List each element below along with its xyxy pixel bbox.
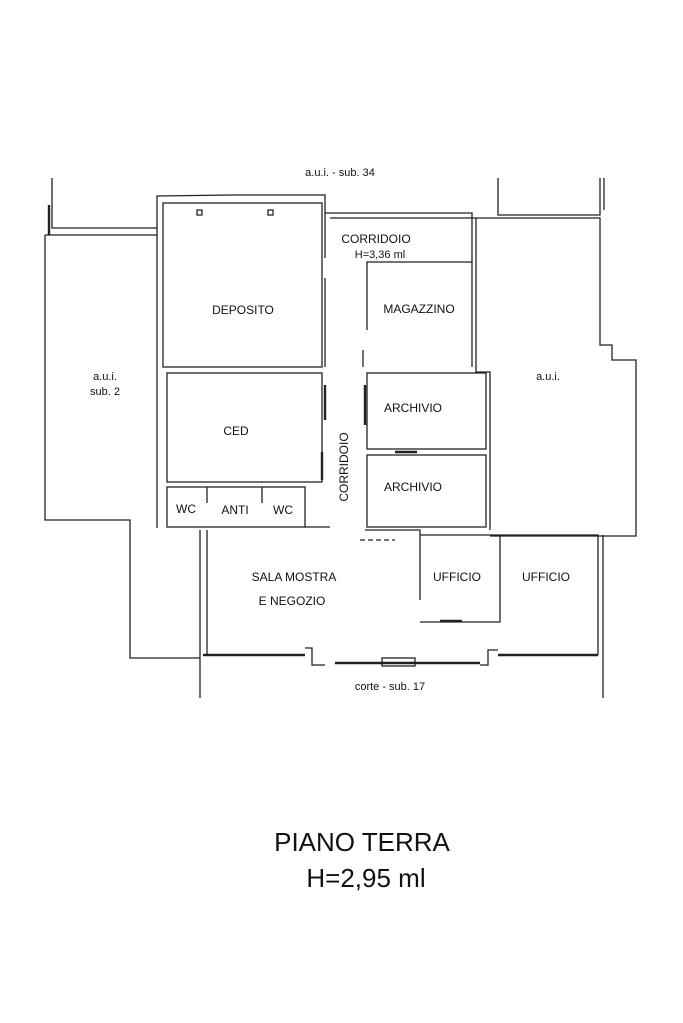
label-left-neighbour-sub: sub. 2 bbox=[90, 386, 120, 398]
label-right-neighbour: a.u.i. bbox=[536, 371, 560, 383]
room-anti: ANTI bbox=[221, 503, 248, 517]
room-negozio: E NEGOZIO bbox=[259, 594, 326, 608]
room-corridoio-vertical: CORRIDOIO bbox=[337, 432, 351, 501]
room-ufficio-2: UFFICIO bbox=[522, 570, 570, 584]
room-corridoio-height: H=3,36 ml bbox=[355, 249, 405, 261]
room-corridoio: CORRIDOIO bbox=[341, 232, 410, 246]
walls bbox=[44, 178, 637, 698]
room-archivio-2: ARCHIVIO bbox=[384, 480, 442, 494]
room-archivio-1: ARCHIVIO bbox=[384, 401, 442, 415]
label-top-neighbour: a.u.i. - sub. 34 bbox=[305, 167, 375, 179]
room-magazzino: MAGAZZINO bbox=[383, 302, 454, 316]
labels: a.u.i. - sub. 34 a.u.i. sub. 2 a.u.i. co… bbox=[90, 167, 570, 893]
room-deposito: DEPOSITO bbox=[212, 303, 274, 317]
room-sala-mostra: SALA MOSTRA bbox=[252, 570, 337, 584]
label-courtyard: corte - sub. 17 bbox=[355, 681, 425, 693]
room-wc-2: WC bbox=[273, 503, 293, 517]
room-ufficio-1: UFFICIO bbox=[433, 570, 481, 584]
plan-title: PIANO TERRA bbox=[274, 827, 450, 857]
plan-height: H=2,95 ml bbox=[306, 863, 425, 893]
room-ced: CED bbox=[223, 424, 249, 438]
room-wc-1: WC bbox=[176, 502, 196, 516]
label-left-neighbour: a.u.i. bbox=[93, 371, 117, 383]
